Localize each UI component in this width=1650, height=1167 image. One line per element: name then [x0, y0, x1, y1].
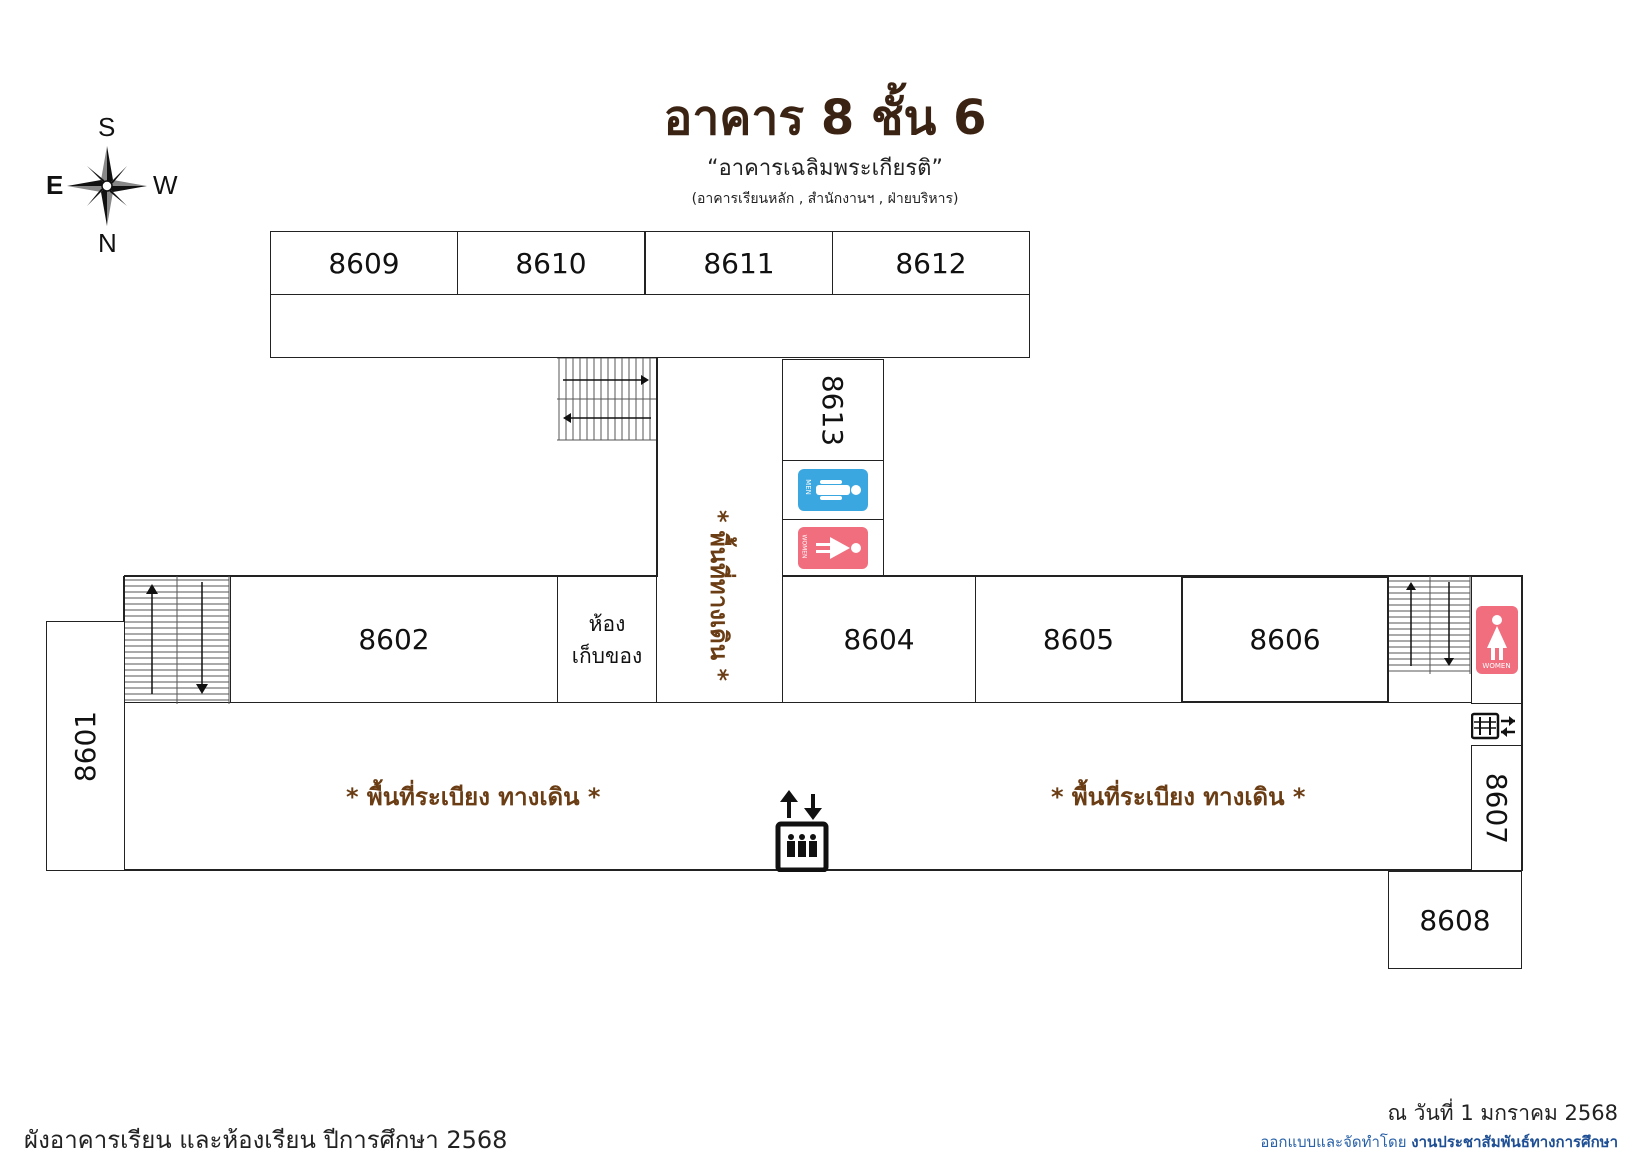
storage-label-line1: ห้อง [588, 611, 626, 636]
room-8607-label: 8607 [1480, 772, 1514, 844]
building-note: (อาคารเรียนหลัก , สำนักงานฯ , ฝ่ายบริหาร… [691, 191, 959, 207]
compass-south: S [98, 112, 116, 142]
room-8604[interactable]: 8604 [782, 576, 976, 703]
room-8609-label: 8609 [328, 246, 400, 280]
room-8606[interactable]: 8606 [1181, 576, 1389, 703]
wall-left-connector [656, 358, 658, 576]
date-label: ณ วันที่ 1 มกราคม 2568 [1387, 1101, 1619, 1125]
room-8609[interactable]: 8609 [270, 231, 458, 295]
restroom-men[interactable]: MEN [782, 460, 884, 520]
credit-org: งานประชาสัมพันธ์ทางการศึกษา [1411, 1133, 1618, 1151]
room-8602-label: 8602 [358, 623, 430, 656]
page-title: อาคาร 8 ชั้น 6 [663, 90, 987, 146]
room-8608-label: 8608 [1419, 903, 1491, 937]
restroom-women-east[interactable]: WOMEN [1471, 576, 1522, 704]
room-8602[interactable]: 8602 [230, 576, 558, 703]
credit-prefix: ออกแบบและจัดทำโดย [1260, 1133, 1407, 1151]
men-restroom-icon: MEN [798, 469, 868, 511]
women-restroom-icon: WOMEN [1475, 606, 1518, 674]
compass: S E W N [40, 110, 190, 260]
credit-line: ออกแบบและจัดทำโดย งานประชาสัมพันธ์ทางการ… [1260, 1130, 1618, 1154]
compass-east: E [46, 170, 64, 200]
stairs-icon [1389, 576, 1471, 674]
room-8604-label: 8604 [843, 623, 915, 656]
storage-label-line2: เก็บของ [571, 643, 643, 668]
men-label: MEN [803, 479, 812, 495]
building-subtitle: “อาคารเฉลิมพระเกียรติ” [707, 156, 943, 181]
room-8612[interactable]: 8612 [832, 231, 1030, 295]
stairs-icon [125, 576, 230, 704]
room-8606-label: 8606 [1249, 623, 1321, 656]
room-8608[interactable]: 8608 [1388, 871, 1522, 969]
women-label: WOMEN [800, 533, 808, 559]
room-8612-label: 8612 [895, 246, 967, 280]
room-8613[interactable]: 8613 [782, 359, 884, 461]
room-8601-label: 8601 [68, 710, 102, 782]
restroom-women[interactable]: WOMEN [782, 519, 884, 576]
compass-west: W [153, 170, 178, 200]
wall-right [1521, 575, 1523, 871]
room-8605[interactable]: 8605 [975, 576, 1182, 703]
compass-north: N [98, 228, 117, 258]
room-8613-label: 8613 [816, 374, 850, 446]
stairs-icon [557, 358, 657, 441]
women-east-label: WOMEN [1482, 662, 1511, 670]
room-8611-label: 8611 [703, 246, 775, 280]
elevator-icon[interactable] [775, 790, 829, 872]
storage-room[interactable]: ห้อง เก็บของ [557, 576, 657, 703]
room-8607[interactable]: 8607 [1471, 745, 1522, 871]
walkway-label-right: * พื้นที่ระเบียง ทางเดิน * [1051, 783, 1306, 811]
room-8610[interactable]: 8610 [457, 231, 645, 295]
plan-caption: ผังอาคารเรียน และห้องเรียน ปีการศึกษา 25… [24, 1126, 508, 1154]
compass-rose-icon [67, 146, 147, 226]
room-8611[interactable]: 8611 [645, 231, 833, 295]
women-restroom-icon: WOMEN [798, 526, 868, 569]
room-8605-label: 8605 [1042, 623, 1115, 656]
walkway-label-left: * พื้นที่ระเบียง ทางเดิน * [346, 783, 601, 811]
room-8601[interactable]: 8601 [46, 621, 125, 871]
lift-sign-icon [1471, 712, 1515, 740]
room-8610-label: 8610 [515, 246, 587, 280]
